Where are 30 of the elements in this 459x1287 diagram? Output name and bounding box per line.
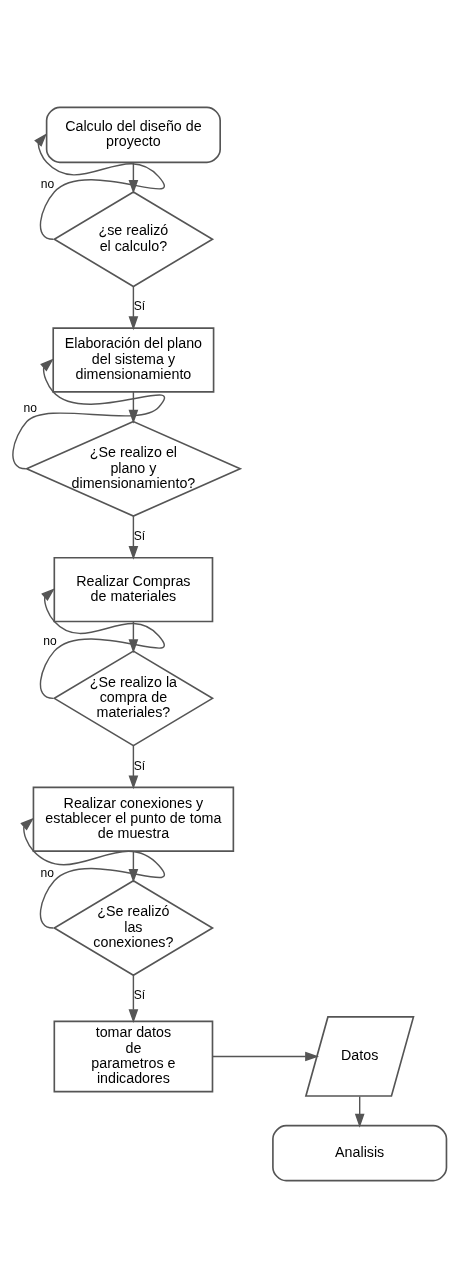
arrow <box>128 285 139 330</box>
node-box: Calculo del diseño de proyecto <box>45 106 221 163</box>
arrow <box>211 1051 320 1061</box>
node-box: Realizar Compras de materiales <box>53 556 214 622</box>
node-diamond: ¿Se realizo la compra de materiales? <box>52 649 215 747</box>
arrow <box>128 974 139 1023</box>
edge-label: no <box>40 865 54 880</box>
arrow <box>12 358 165 469</box>
edge-label: no <box>40 176 55 191</box>
node-box: Elaboración del plano del sistema y dimensionamiento <box>52 326 215 393</box>
edge-label: Sí <box>133 298 146 313</box>
arrow <box>128 390 139 424</box>
edge-label: Sí <box>133 987 146 1002</box>
node-diamond: ¿Se realizó las conexiones? <box>52 879 215 976</box>
node-box: Realizar conexiones y establecer el punto de toma de muestra <box>32 786 235 852</box>
arrow <box>128 744 139 789</box>
arrow <box>128 620 139 653</box>
node-box: Analisis <box>272 1124 448 1181</box>
arrow <box>39 587 165 699</box>
edge-label: no <box>43 633 57 648</box>
arrow <box>128 849 139 883</box>
arrow <box>20 817 165 929</box>
edge-label: no <box>23 400 37 415</box>
node-diamond: ¿Se realizo el plano y dimensionamiento? <box>24 420 243 517</box>
arrow <box>34 132 165 240</box>
node-box: tomar datos de parametros e indicadores <box>53 1020 214 1092</box>
edge-label: Sí <box>133 758 146 773</box>
node-diamond: ¿se realizó el calculo? <box>52 190 215 287</box>
arrow <box>128 514 139 560</box>
edge-label: Sí <box>133 528 146 543</box>
